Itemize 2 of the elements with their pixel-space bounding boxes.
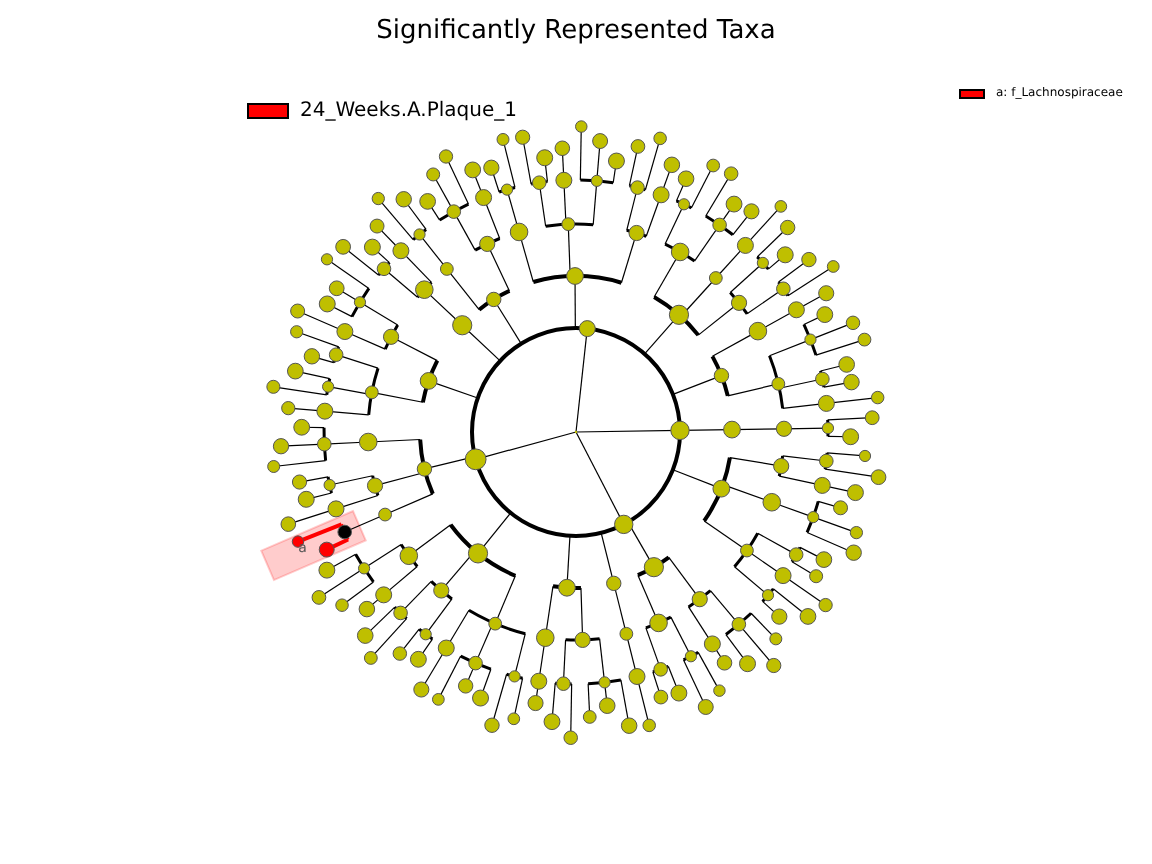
- chart-title: Significantly Represented Taxa: [374, 16, 778, 46]
- legend-label: 24_Weeks.A.Plaque_1: [300, 99, 517, 123]
